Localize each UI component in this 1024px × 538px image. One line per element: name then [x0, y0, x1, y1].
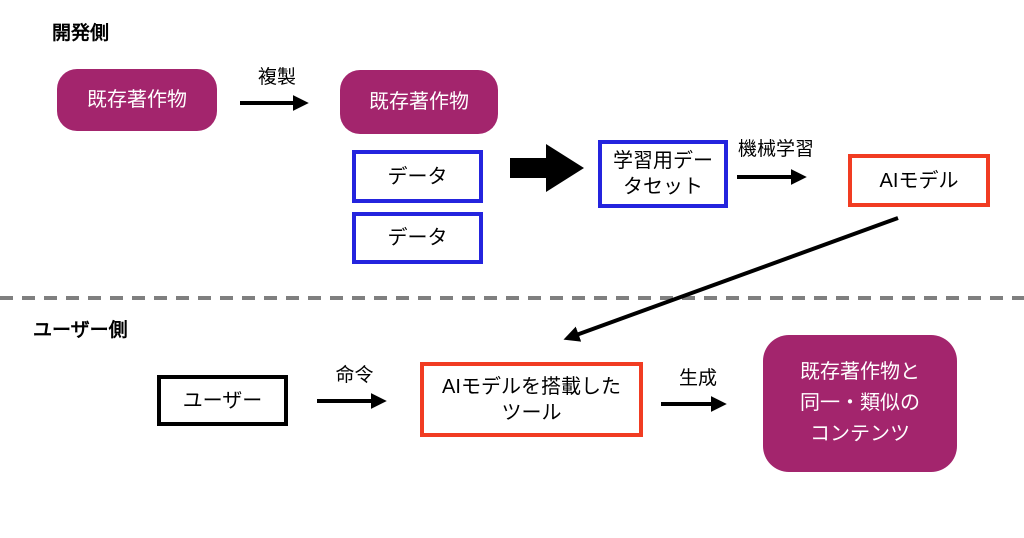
model-deploy-diagonal-arrow: [563, 216, 899, 342]
training-dataset-node: 学習用デー タセット: [598, 140, 728, 208]
output-content-line-1: 既存著作物と: [800, 361, 920, 383]
output-content-node: 既存著作物と 同一・類似の コンテンツ: [763, 335, 957, 472]
ai-model-node: AIモデル: [848, 154, 990, 207]
machine-learning-arrow-label: 機械学習: [737, 139, 814, 160]
output-content-line-2: 同一・類似の: [800, 392, 920, 414]
training-dataset-line-2: タセット: [623, 176, 703, 198]
output-content-line-3: コンテンツ: [810, 423, 910, 445]
data-node-1: データ: [352, 150, 483, 203]
training-dataset-line-1: 学習用デー: [613, 150, 713, 172]
ai-tool-line-1: AIモデルを搭載した: [442, 375, 621, 398]
ai-tool-line-2: ツール: [501, 401, 562, 424]
user-section-heading: ユーザー側: [33, 320, 128, 341]
data-node-2: データ: [352, 212, 483, 264]
generate-arrow-label: 生成: [678, 368, 717, 389]
block-arrow: [510, 144, 584, 192]
developer-section-heading: 開発側: [52, 23, 110, 44]
existing-work-source-node: 既存著作物: [57, 69, 217, 131]
existing-work-copy-node: 既存著作物: [340, 70, 498, 134]
ai-tool-node: AIモデルを搭載した ツール: [420, 362, 643, 437]
copy-arrow-label: 複製: [257, 67, 296, 88]
user-node: ユーザー: [157, 375, 288, 426]
command-arrow-label: 命令: [335, 365, 374, 386]
